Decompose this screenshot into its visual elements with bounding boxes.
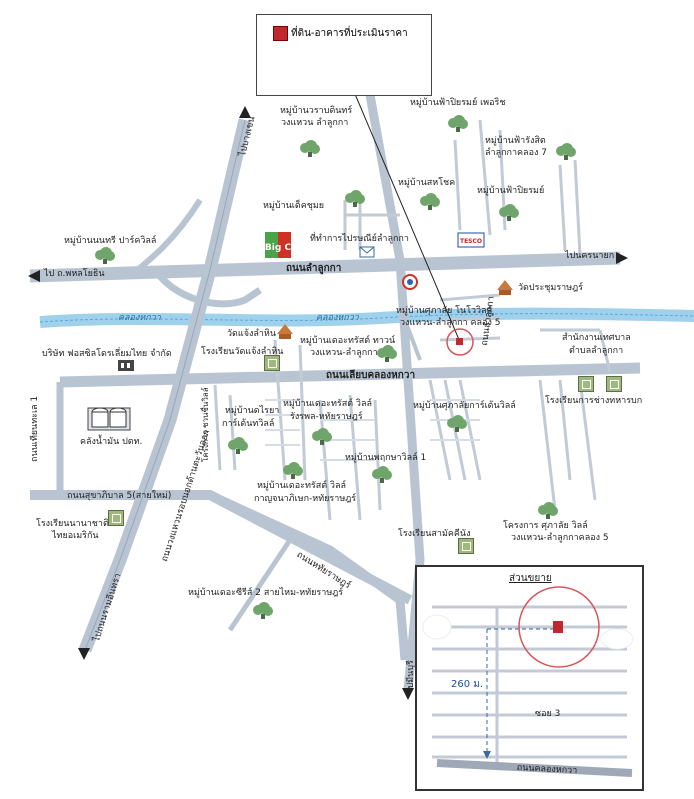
school-icon <box>458 538 474 554</box>
tree-icon <box>253 602 273 619</box>
place-label: หมู่บ้านวราบดินทร์ <box>280 106 353 116</box>
place-label: โรงเรียนนานาชาติ <box>36 519 109 529</box>
temple-icon <box>277 324 293 339</box>
place-label: หมู่บ้านดไรยา <box>225 406 280 416</box>
place-label: หมู่บ้านฟ้ารังสิต <box>485 136 546 146</box>
inset-soi-label: ซอย 3 <box>535 709 561 719</box>
place-label: หมู่บ้านฟ้าปิยรมย์ เพอริช <box>410 98 506 108</box>
legend-swatch <box>273 26 288 41</box>
target-circle <box>446 328 474 356</box>
target-marker <box>456 338 463 345</box>
road-lam-luk-ka <box>29 251 621 283</box>
post-office-icon <box>359 246 375 258</box>
tree-icon <box>95 247 115 264</box>
tree-icon <box>312 428 332 445</box>
place-label: โรงเรียนวัดแจ้งลำหิน <box>201 347 284 357</box>
place-label: ตำบลลำลูกกา <box>569 346 624 356</box>
place-label: คลังน้ำมัน ปตท. <box>80 437 143 447</box>
svg-text:Big C: Big C <box>265 243 292 253</box>
place-label: วงแหวน ลำลูกกา <box>281 118 349 128</box>
road-label-lam-luk-ka: ถนนลำลูกกา <box>286 263 342 274</box>
inset-title: ส่วนขยาย <box>509 573 552 584</box>
place-label: หมู่บ้านพฤกษาวิลล์ 1 <box>345 453 427 463</box>
place-label: วัดประชุมราษฎร์ <box>518 283 584 293</box>
legend-pointer-line <box>354 93 461 343</box>
tree-icon <box>300 140 320 157</box>
tree-icon <box>377 345 397 362</box>
place-label: หมู่บ้านเดอะทรัสต์ วิลล์ <box>283 399 372 409</box>
oil-depot-icon <box>87 407 131 431</box>
road-label-klong-hok-wa: ถนนเลียบคลองหกวา <box>326 370 416 381</box>
canal-label-1: คลองหกวา <box>118 313 161 323</box>
place-label: วงแหวน-ลำลูกกา คลอง 5 <box>400 318 501 328</box>
place-label: หมู่บ้านศุภาลัยการ์เด้นวิลล์ <box>413 401 516 411</box>
inset-distance-label: 260 ม. <box>449 679 486 690</box>
inset-canvas <box>422 586 634 777</box>
tesco-logo: TESCO <box>457 232 485 248</box>
school-icon <box>578 376 594 392</box>
place-label: หมู่บ้านเดอะทรัสต์ ทาวน์ <box>300 336 396 346</box>
place-label: หมู่บ้านสหโชค <box>398 178 456 188</box>
factory-icon <box>118 360 134 371</box>
place-label: สำนักงานเทศบาล <box>562 333 631 343</box>
place-label: หมู่บ้านเดอะทรัสต์ วิลล์ <box>257 481 346 491</box>
road-to-bangkhen <box>365 94 425 691</box>
tree-icon <box>372 466 392 483</box>
big-c-logo: Big C <box>265 232 292 258</box>
place-label: หมู่บ้านเด็คชุมย <box>263 201 325 211</box>
place-label: หมู่บ้านศุภาลัย โนโววิลล์ <box>396 306 493 316</box>
tree-icon <box>345 190 365 207</box>
road-hathairat <box>208 490 410 661</box>
place-label: โรงเรียนการช่างทหารบก <box>545 396 643 406</box>
place-label: การ์เด้นทวิลล์ <box>222 419 275 429</box>
road-klong-hok-wa <box>59 362 641 388</box>
legend: ที่ดิน-อาคารที่ประเมินราคา <box>256 14 432 96</box>
school-icon <box>108 510 124 526</box>
place-label: หมู่บ้านนนทรี ปาร์ควิลล์ <box>64 236 157 246</box>
tree-icon <box>420 193 440 210</box>
tree-icon <box>283 462 303 479</box>
place-label: ลำลูกกาคลอง 7 <box>485 148 547 158</box>
place-label: วงแหวน-ลำลูกกาคลอง 5 <box>511 533 609 543</box>
arrow-down-icon <box>78 648 90 660</box>
emblem-icon <box>402 274 418 290</box>
road-label-hathairat-short: ถนนเทียนทะเล 1 <box>30 395 40 462</box>
place-label: กาญจนาภิเษก-หทัยราษฎร์ <box>254 494 357 504</box>
place-label: ไทยอเมริกัน <box>52 531 99 541</box>
place-label: โครงการ ศุภาลัย วิลล์ <box>503 521 588 531</box>
legend-label: ที่ดิน-อาคารที่ประเมินราคา <box>291 28 408 39</box>
arrow-left-icon <box>28 270 40 282</box>
arrow-up-icon <box>239 106 251 118</box>
place-label: บริษัท ฟอสซิลโดรเลี่ยมไทย จำกัด <box>42 349 172 359</box>
tree-icon <box>538 502 558 519</box>
place-label: โรงเรียนสามัคคีนัง <box>398 529 471 539</box>
tree-icon <box>499 204 519 221</box>
tree-icon <box>228 437 248 454</box>
place-label: รังรพล-หทัยราษฎร์ <box>290 412 363 422</box>
canal-label-2: คลองหกวา <box>316 313 359 323</box>
road-label-sukhaphiban5: ถนนสุขาภิบาล 5(สายใหม่) <box>67 491 172 501</box>
temple-icon <box>497 280 513 295</box>
arrow-right-icon <box>616 252 628 264</box>
place-label: หมู่บ้านฟ้าปิยรมย์ <box>477 186 545 196</box>
tree-icon <box>556 143 576 160</box>
place-label: หมู่บ้านเดอะซีรีส์ 2 สายไหม-หทัยราษฎร์ <box>188 588 344 598</box>
svg-text:TESCO: TESCO <box>460 238 482 245</box>
place-label: ที่ทำการไปรษณีย์ลำลูกกา <box>310 234 409 244</box>
arrow-down-icon <box>402 688 414 700</box>
tree-icon <box>448 115 468 132</box>
road-label-to-nakhon-nayok: ไปนครนายก <box>565 251 615 261</box>
road-label-to-phaholyothin: ไป ถ.พหลโยธิน <box>44 269 105 279</box>
place-label: วัดแจ้งลำหิน <box>227 329 277 339</box>
school-icon <box>606 376 622 392</box>
place-label: โครงการ ชวนชื่นวิลล์ <box>201 387 210 462</box>
inset-map: ส่วนขยาย 260 ม. ซอย 3 ถนนคลองหกวา <box>415 565 644 791</box>
place-label: วงแหวน-ลำลูกกา <box>310 348 378 358</box>
school-icon <box>264 355 280 371</box>
tree-icon <box>447 415 467 432</box>
road-sukhaphiban-5 <box>30 490 413 605</box>
